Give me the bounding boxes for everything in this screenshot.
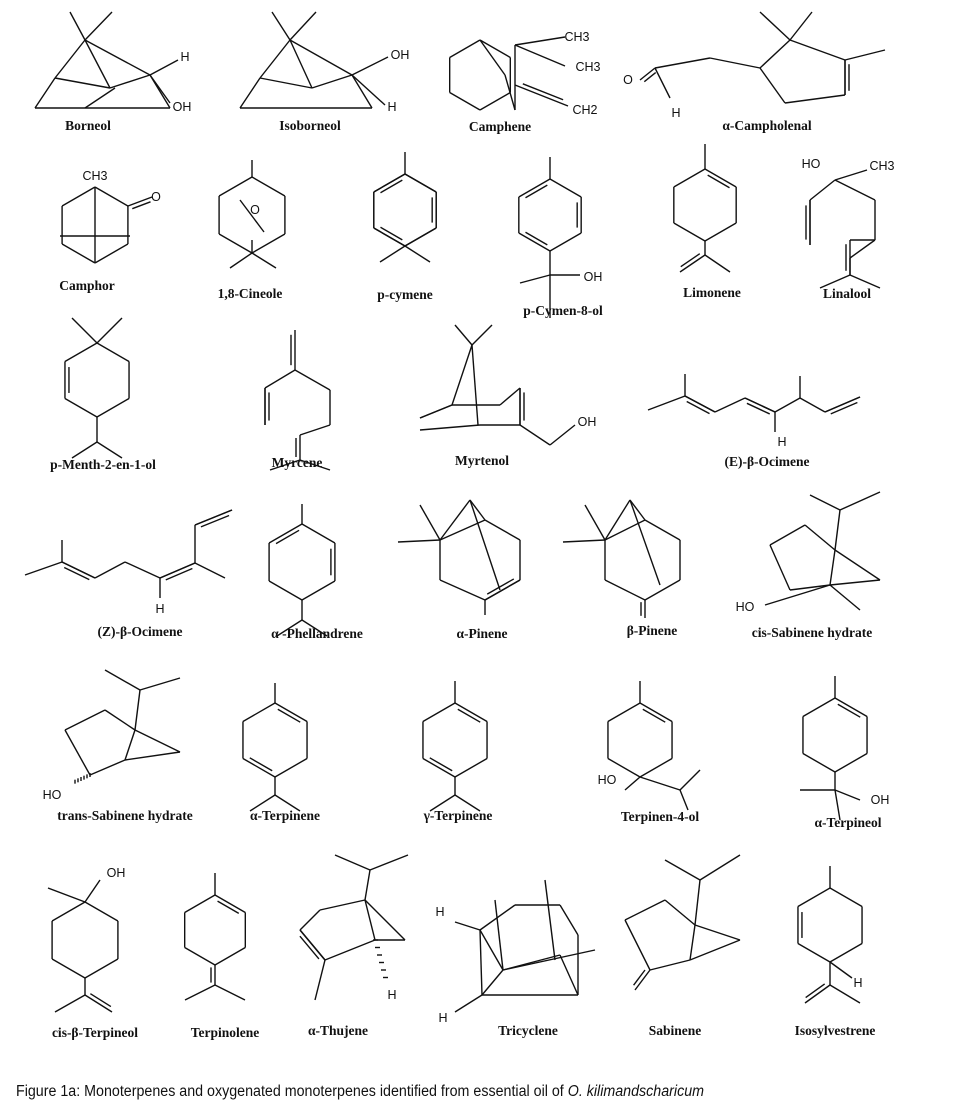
compound-name-myrtenol: Myrtenol — [455, 453, 509, 468]
atom-label: HO — [735, 600, 755, 614]
atom-label: H — [438, 1011, 448, 1025]
structure-aterpinene — [242, 683, 308, 812]
compound-name-pcymene: p-cymene — [377, 287, 433, 302]
structure-menthenol — [64, 317, 130, 459]
atom-label: OH — [870, 793, 890, 807]
structure-myrtenol — [419, 324, 576, 446]
atom-label: CH3 — [575, 60, 601, 74]
compound-name-isosylvestrene: Isosylvestrene — [794, 1023, 876, 1038]
atom-label: CH3 — [82, 169, 108, 183]
atom-label: OH — [583, 270, 603, 284]
structures-canvas — [24, 11, 886, 1013]
structure-gterpinene — [422, 681, 488, 812]
structure-thujene — [299, 854, 409, 1001]
structure-sabinene — [624, 854, 741, 991]
atom-label: OH — [577, 415, 597, 429]
compound-name-menthenol: p-Menth-2-en-1-ol — [50, 457, 156, 472]
atom-label: H — [155, 602, 165, 616]
compound-name-tricyclene: Tricyclene — [498, 1023, 558, 1038]
structure-limonene — [673, 144, 737, 273]
structure-linalool — [805, 169, 881, 289]
atom-label: HO — [42, 788, 62, 802]
structure-tricyclene — [454, 879, 596, 1013]
compound-name-aterpinene: α-Terpinene — [249, 808, 321, 823]
compound-name-linalool: Linalool — [822, 286, 872, 301]
compound-name-apinene: α-Pinene — [456, 626, 508, 641]
compound-name-aterpineol: α-Terpineol — [814, 815, 882, 830]
compound-name-gterpinene: γ-Terpinene — [423, 808, 493, 823]
compound-name-cissabinene: cis-Sabinene hydrate — [751, 625, 873, 640]
compound-name-campholenal: α-Campholenal — [722, 118, 812, 133]
structure-campholenal — [639, 11, 886, 104]
atom-label: HO — [801, 157, 821, 171]
structure-camphene — [448, 36, 569, 111]
structure-terpinolene — [183, 873, 247, 1001]
compound-name-myrcene: Myrcene — [271, 455, 323, 470]
structure-zocimene — [24, 509, 233, 598]
compound-name-limonene: Limonene — [683, 285, 741, 300]
compound-name-phellandrene: α -Phellandrene — [271, 626, 363, 641]
caption-text: Figure 1a: Monoterpenes and oxygenated m… — [16, 1083, 568, 1100]
compound-name-camphene: Camphene — [468, 119, 532, 134]
compound-name-sabinene: Sabinene — [648, 1023, 702, 1038]
structure-apinene — [397, 499, 521, 615]
structure-myrcene — [264, 330, 331, 471]
structure-pcymene — [373, 152, 437, 263]
atom-label: OH — [106, 866, 126, 880]
atom-label: H — [671, 106, 681, 120]
atom-label: H — [387, 100, 397, 114]
structure-phellandrene — [268, 504, 336, 637]
compound-name-bpinene: β-Pinene — [626, 623, 678, 638]
compound-name-borneol: Borneol — [65, 118, 111, 133]
atom-label: O — [623, 73, 633, 87]
compound-name-pcymen8ol: p-Cymen-8-ol — [523, 303, 603, 318]
structure-isoborneol — [239, 11, 389, 109]
atom-label: HO — [597, 773, 617, 787]
compound-name-terpinolene: Terpinolene — [190, 1025, 260, 1040]
compound-name-cineole: 1,8-Cineole — [217, 286, 283, 301]
structure-bpinene — [562, 499, 681, 618]
structure-terpinen4ol — [607, 681, 701, 811]
structure-eocimene — [647, 374, 861, 432]
atom-label: CH3 — [564, 30, 590, 44]
atom-label: OH — [172, 100, 192, 114]
compound-name-eocimene: (E)-β-Ocimene — [724, 454, 810, 469]
atom-label: H — [387, 988, 397, 1002]
atom-label: H — [435, 905, 445, 919]
structure-pcymen8ol — [518, 157, 582, 318]
compound-name-isoborneol: Isoborneol — [279, 118, 341, 133]
compound-name-terpinen4ol: Terpinen-4-ol — [620, 809, 700, 824]
structure-borneol — [34, 11, 179, 109]
atom-label: O — [151, 190, 161, 204]
structure-bterpineol — [47, 879, 119, 1013]
structure-cineole — [218, 160, 286, 269]
structure-cissabinene — [764, 491, 881, 611]
caption-species: O. kilimandscharicum — [567, 1083, 705, 1100]
structure-transsabinene — [64, 669, 181, 784]
figure-caption: Figure 1a: Monoterpenes and oxygenated m… — [16, 1083, 704, 1101]
atom-label: H — [853, 976, 863, 990]
structure-aterpineol — [800, 676, 868, 821]
compound-name-zocimene: (Z)-β-Ocimene — [97, 624, 183, 639]
atom-label: O — [250, 203, 260, 217]
atom-label: H — [180, 50, 190, 64]
atom-label: CH3 — [869, 159, 895, 173]
compound-name-transsabinene: trans-Sabinene hydrate — [57, 808, 193, 823]
atom-label: CH2 — [572, 103, 598, 117]
structure-camphor — [60, 186, 153, 264]
atom-label: OH — [390, 48, 410, 62]
compound-name-bterpineol: cis-β-Terpineol — [51, 1025, 139, 1040]
structure-isosylvestrene — [797, 866, 863, 1004]
compound-name-camphor: Camphor — [59, 278, 115, 293]
compound-name-thujene: α-Thujene — [307, 1023, 369, 1038]
atom-label: H — [777, 435, 787, 449]
